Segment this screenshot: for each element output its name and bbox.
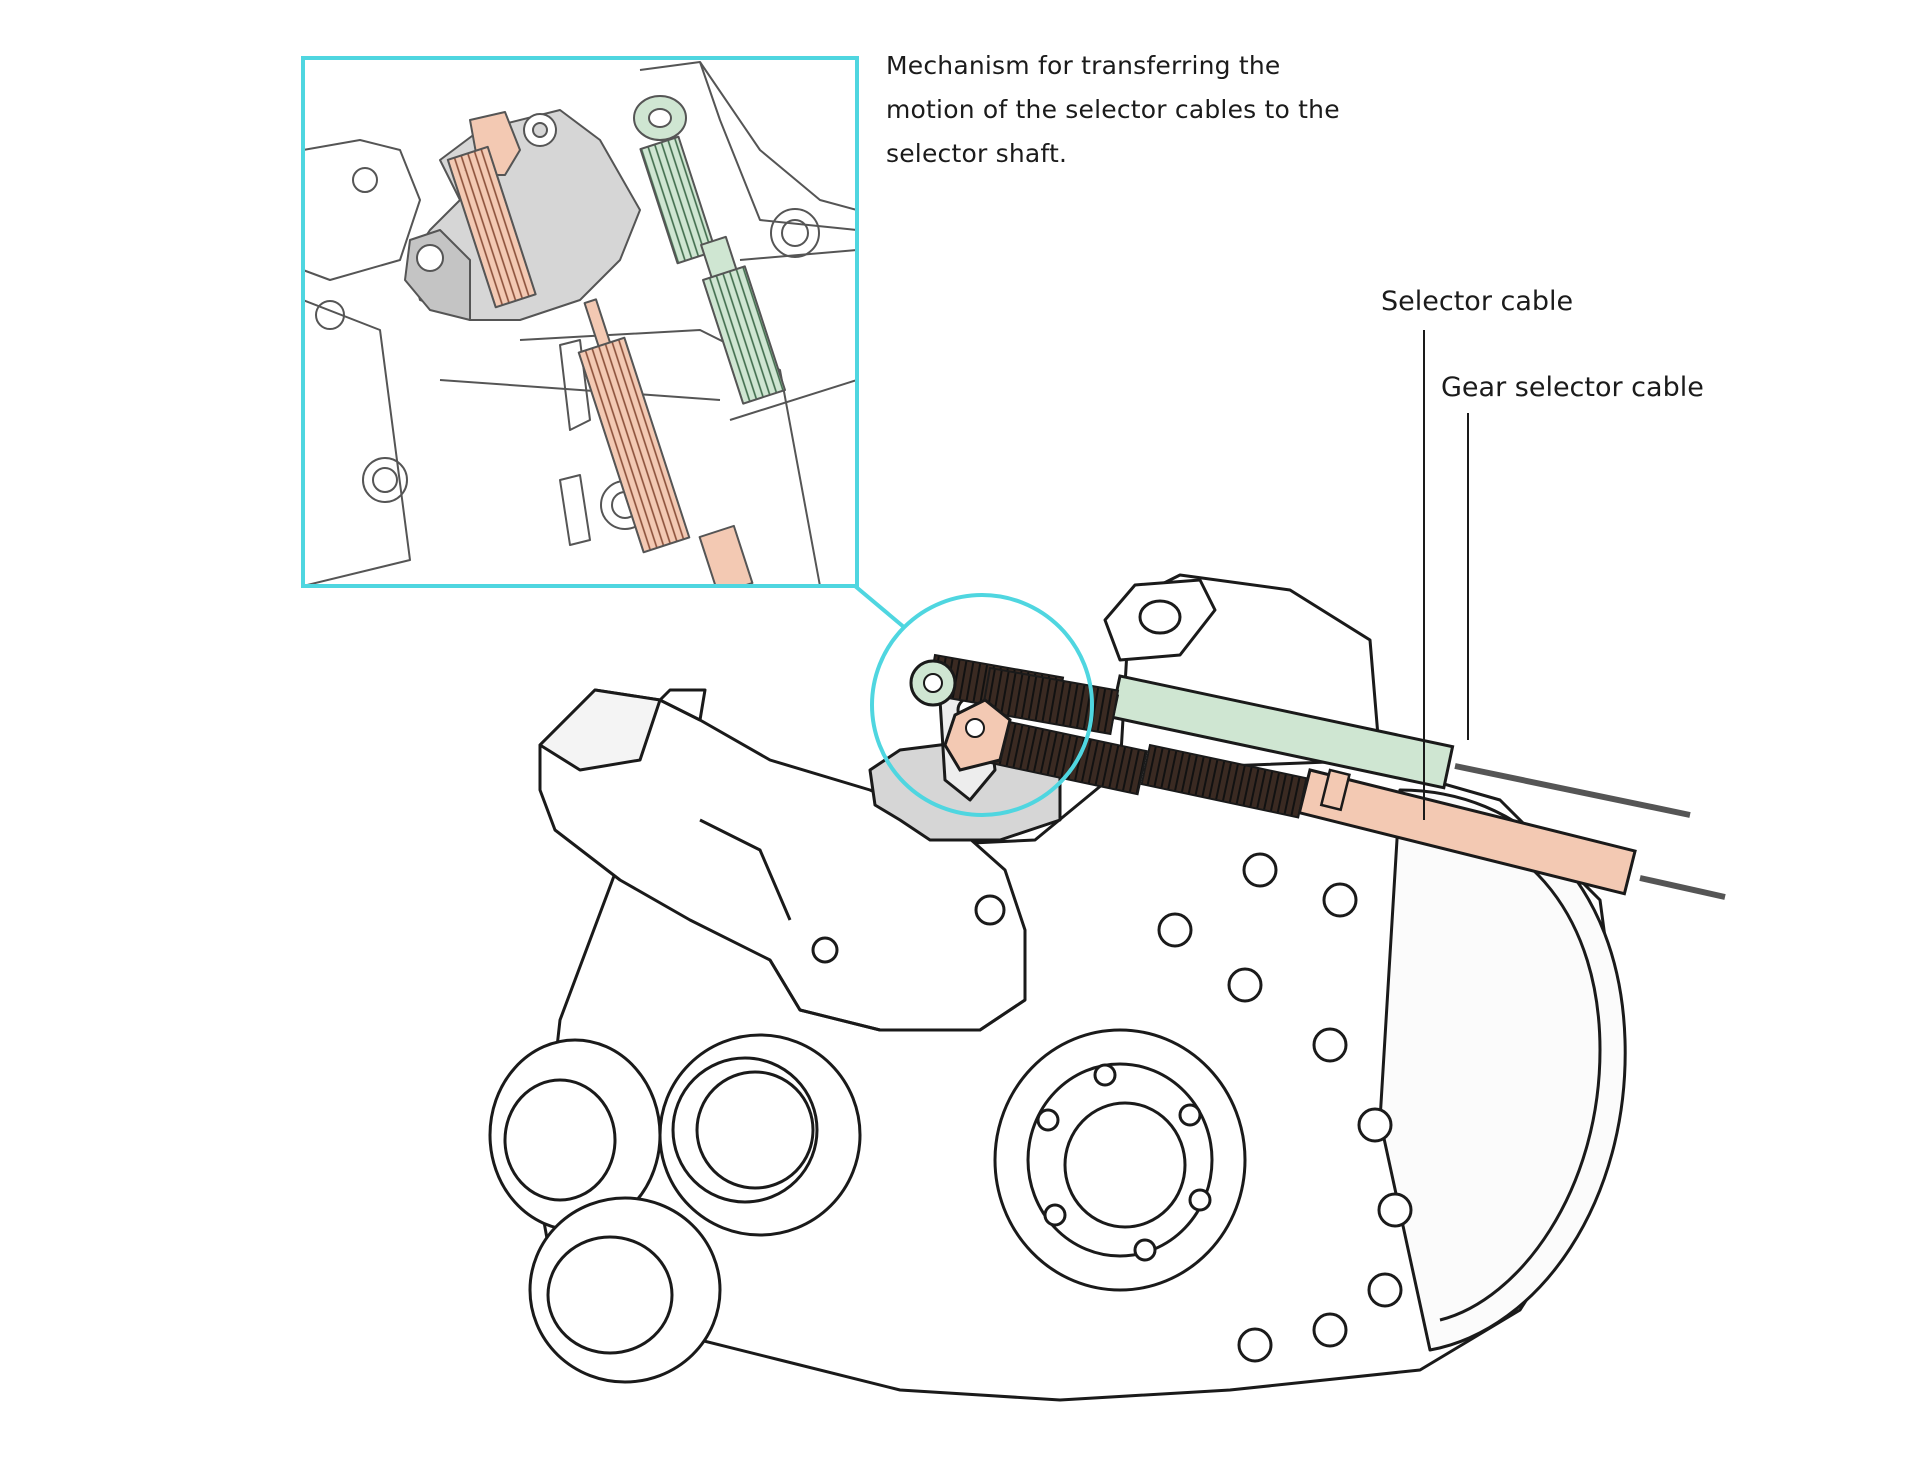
inset-detail	[303, 61, 857, 586]
gear-selector-cable-label: Gear selector cable	[1441, 372, 1704, 403]
caption-line-1: Mechanism for transferring the	[886, 51, 1281, 80]
caption-line-2: motion of the selector cables to the	[886, 95, 1340, 124]
mounting-bracket	[538, 688, 1027, 1032]
inset-connector-line	[853, 584, 907, 630]
inset-frame	[301, 56, 859, 588]
highlight-circle	[870, 593, 1094, 817]
output-flange	[993, 1028, 1247, 1292]
caption-line-3: selector shaft.	[886, 139, 1068, 168]
drive-flanges	[488, 1033, 862, 1384]
inset-caption: Mechanism for transferring the motion of…	[886, 44, 1346, 176]
selector-cable-label: Selector cable	[1381, 286, 1574, 317]
rear-cover-bolts	[1157, 852, 1413, 1363]
gear-selector-cable	[909, 653, 1691, 818]
